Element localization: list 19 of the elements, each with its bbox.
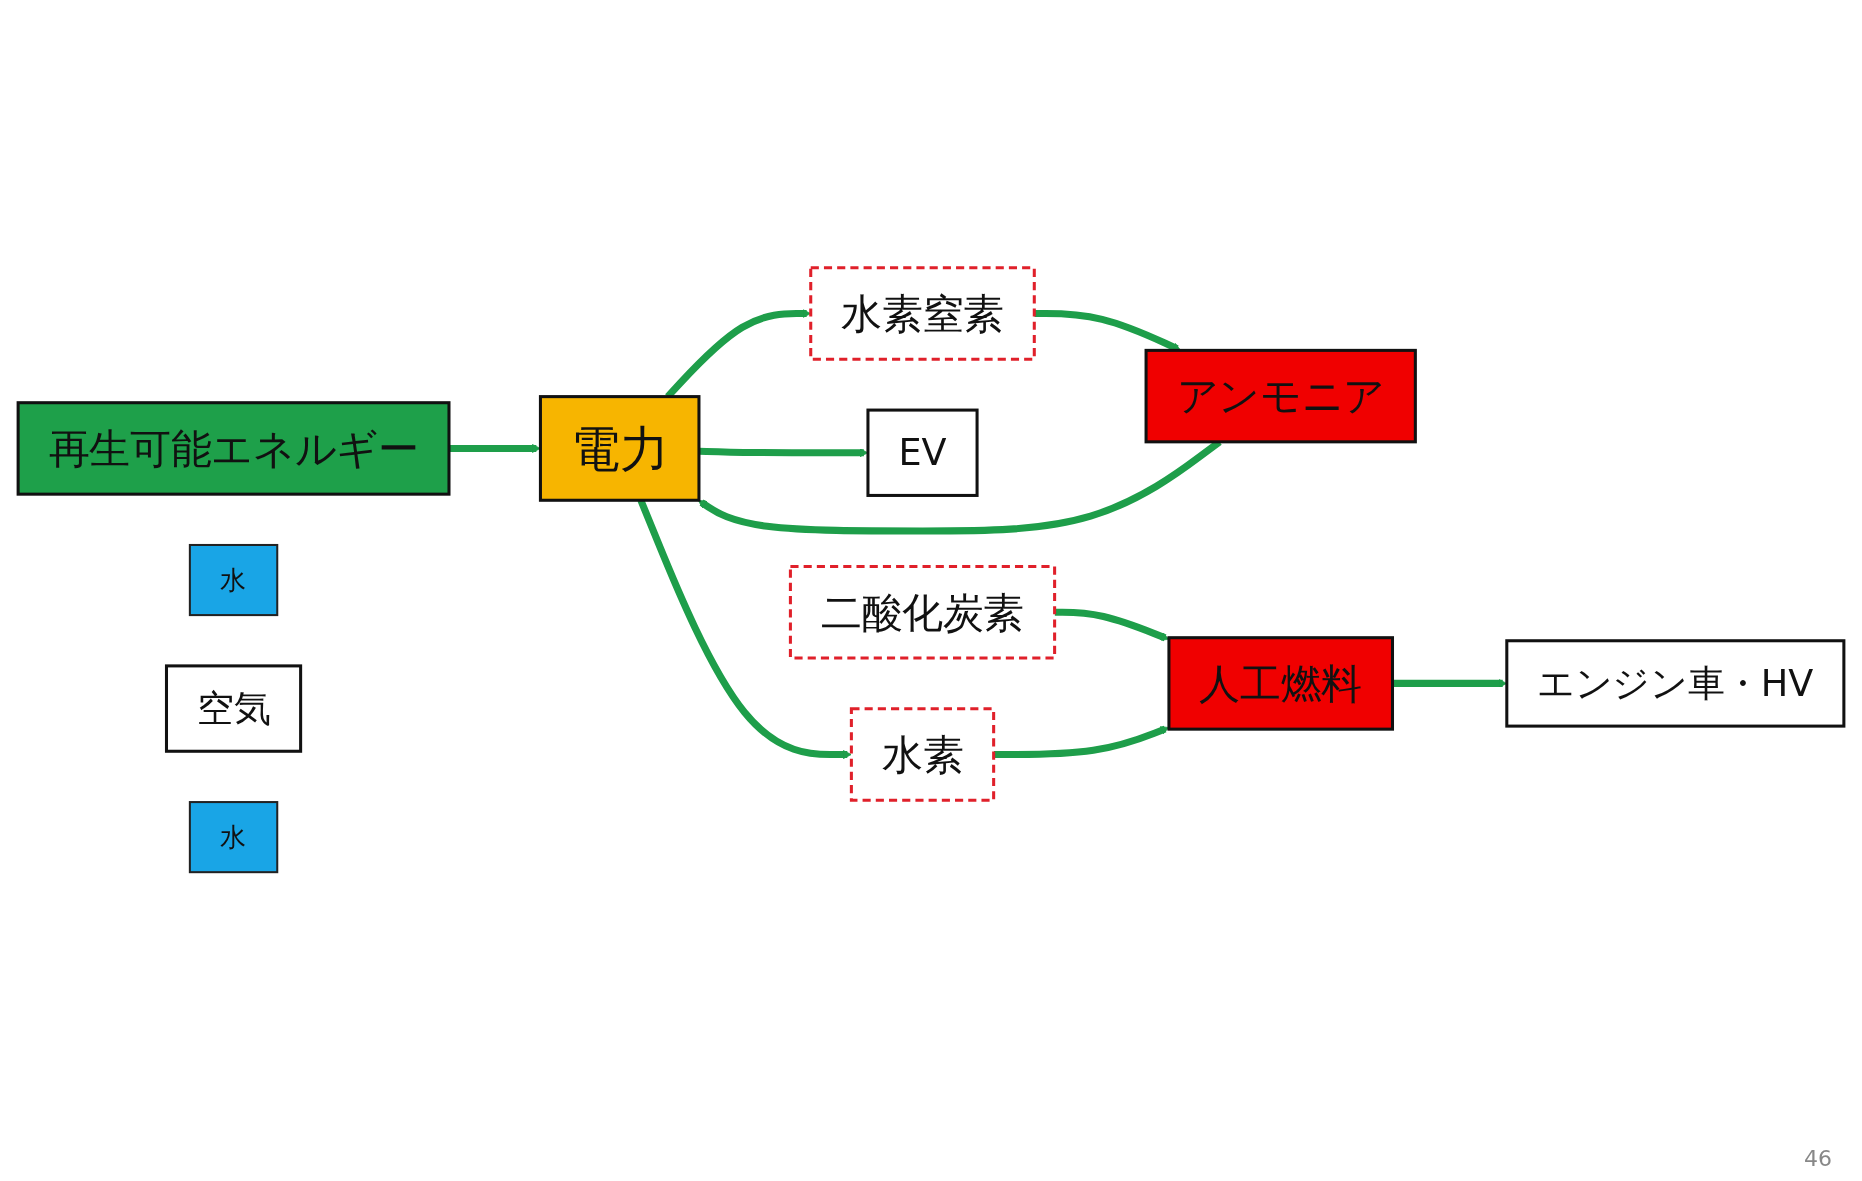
node-box: エンジン車・HV [1505, 639, 1846, 728]
node-box: 再生可能エネルギー [16, 401, 451, 496]
node-box: 水 [188, 543, 279, 617]
arrow [449, 443, 541, 453]
node-box: 空気 [164, 664, 303, 753]
node-box: 水素 [849, 707, 996, 802]
node-box: 電力 [538, 395, 701, 502]
arrow [698, 447, 869, 458]
node-box: 水 [188, 801, 279, 874]
node-box: アンモニア [1144, 348, 1417, 444]
page-number: 46 [1804, 1146, 1832, 1171]
node-box: EV [866, 408, 979, 497]
arrow [1054, 608, 1170, 642]
arrow [1034, 310, 1182, 352]
arrow [1392, 678, 1508, 688]
node-box: 水素窒素 [809, 266, 1036, 361]
arrow [993, 725, 1170, 759]
node-box: 人工燃料 [1167, 636, 1394, 731]
node-box: 二酸化炭素 [788, 565, 1057, 660]
